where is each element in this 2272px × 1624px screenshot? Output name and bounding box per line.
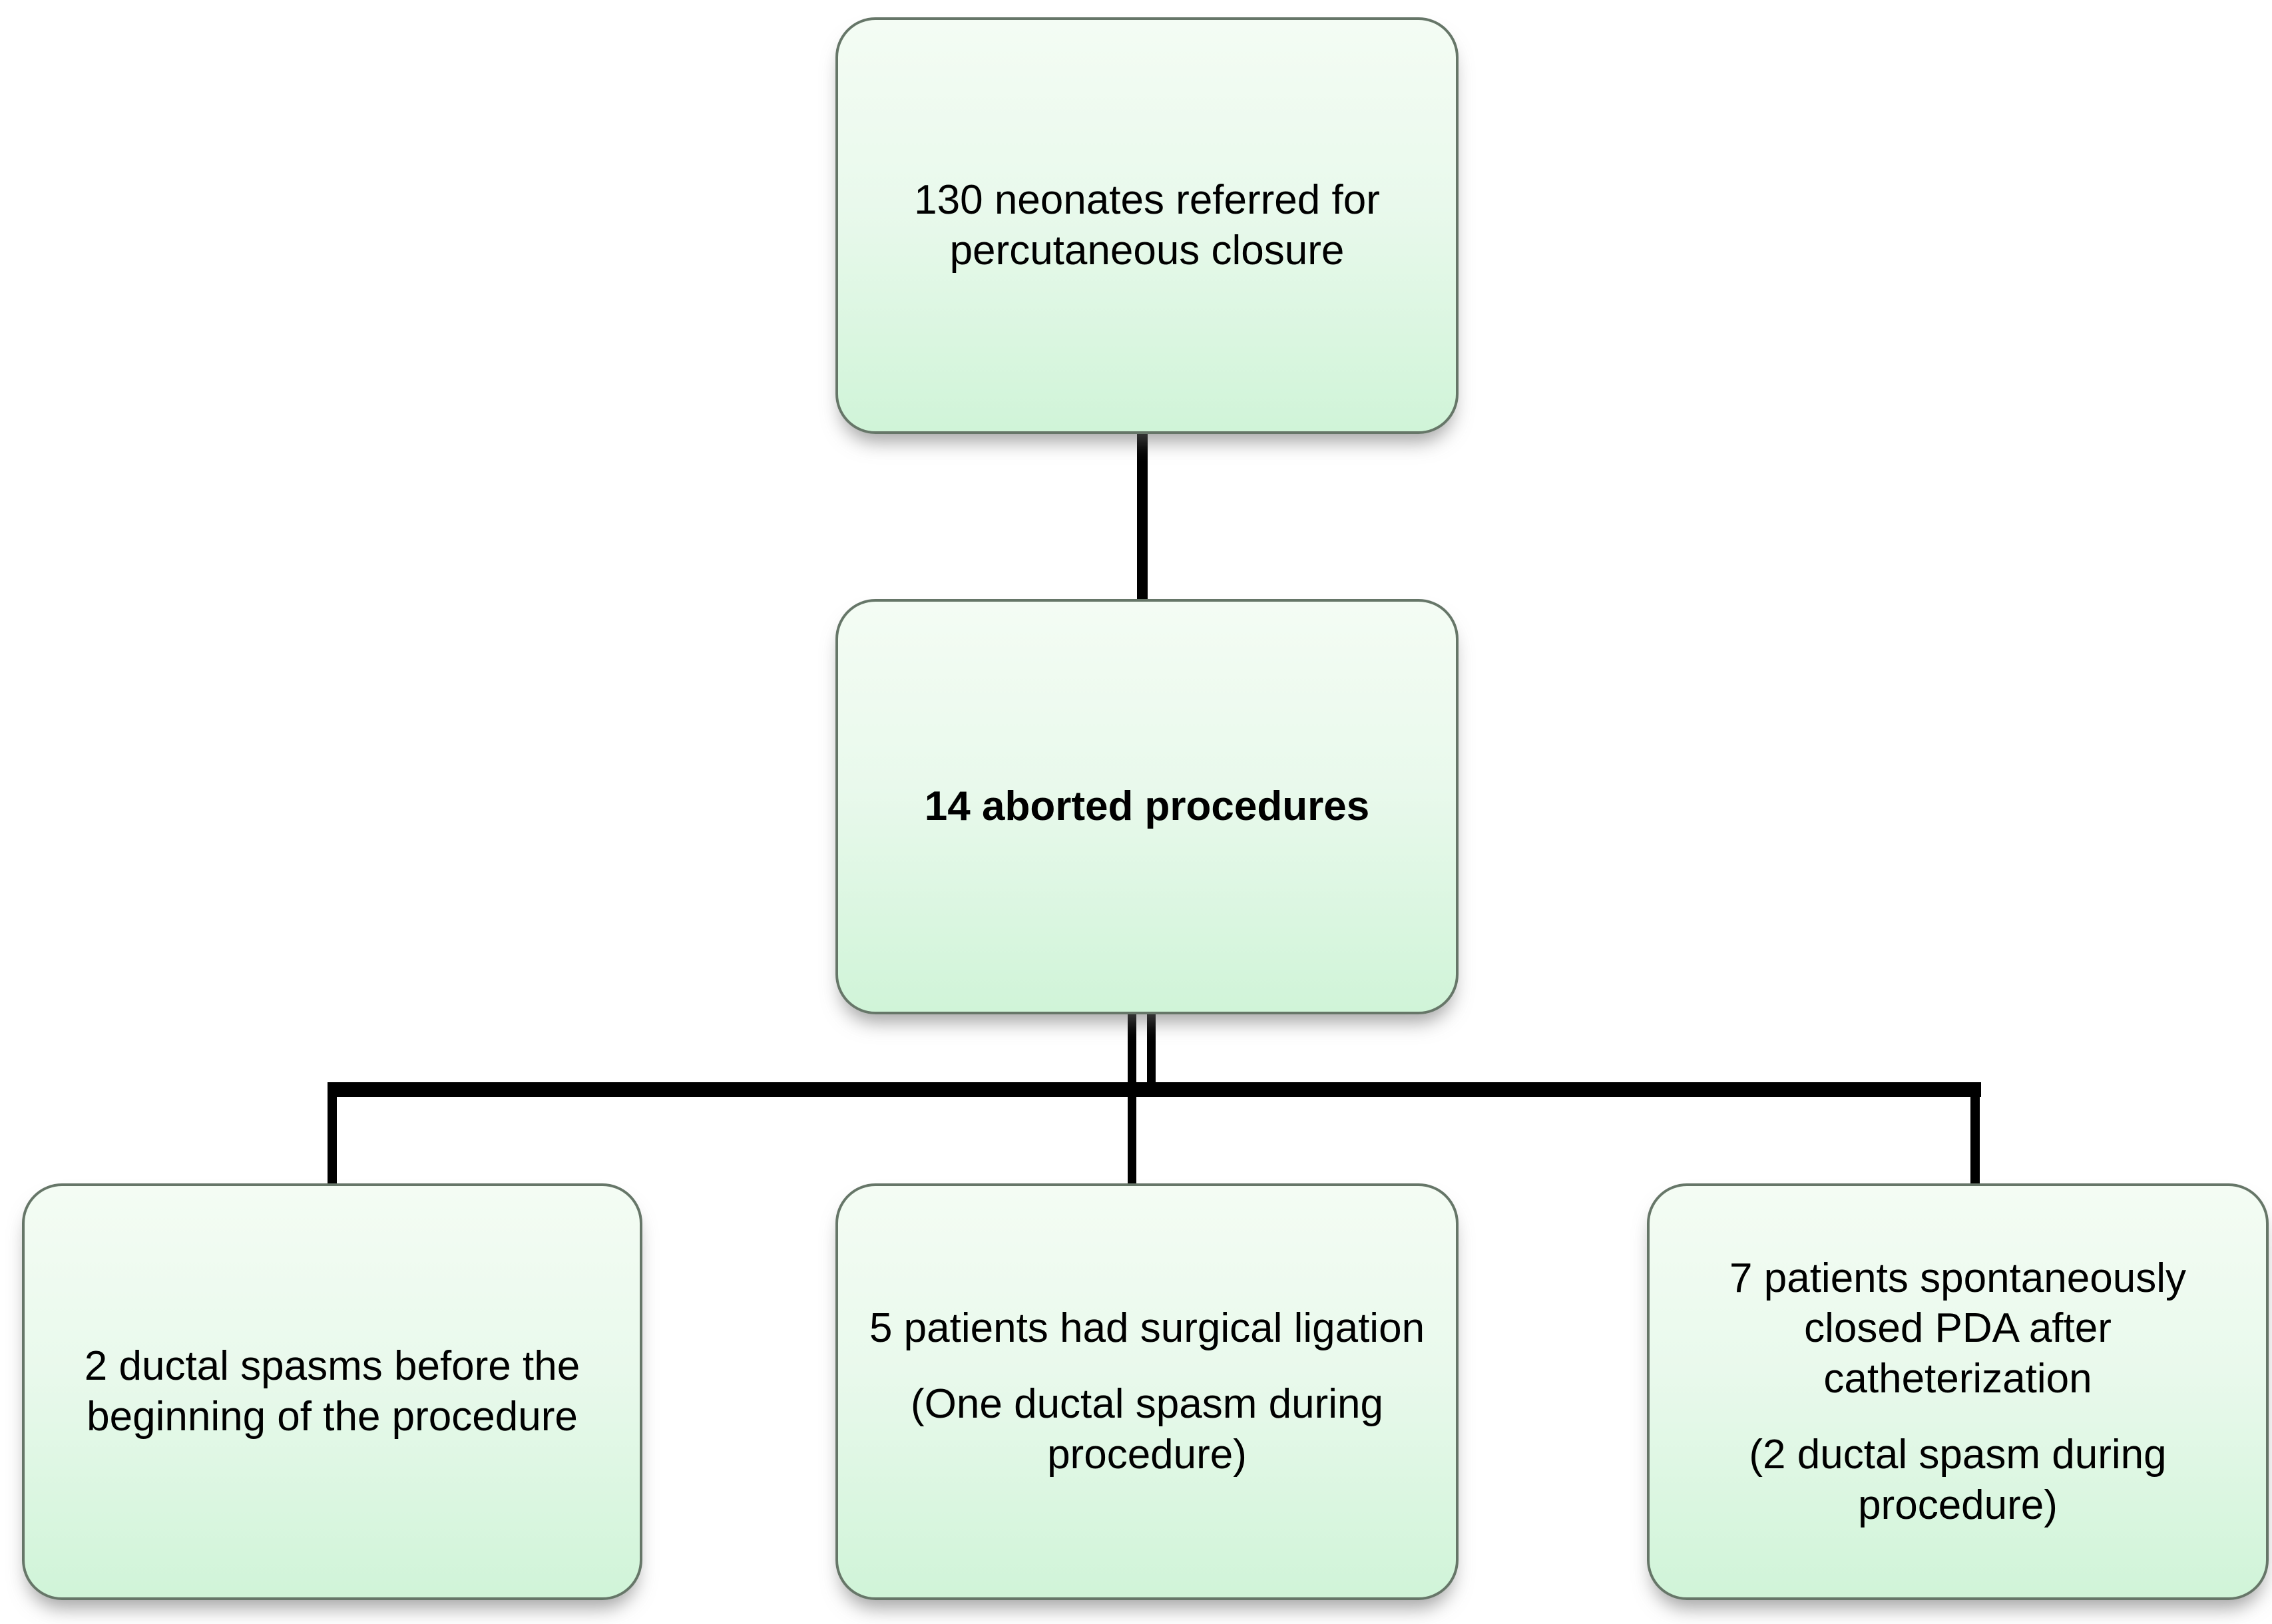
connector-drop-to-right-node [1970, 1092, 1980, 1185]
connector-middle-stub-left [1128, 1012, 1136, 1185]
node-spontaneously-closed-pda: 7 patients spontaneously closed PDA afte… [1647, 1183, 2269, 1600]
node-label: 7 patients spontaneously closed PDA afte… [1729, 1255, 2186, 1402]
node-ductal-spasms-before: 2 ductal spasms before the beginning of … [22, 1183, 642, 1600]
node-label: 14 aborted procedures [924, 783, 1370, 830]
node-referred-neonates: 130 neonates referred for percutaneous c… [835, 17, 1459, 434]
node-label: 5 patients had surgical ligation [869, 1305, 1425, 1352]
connector-branch-bar [328, 1082, 1981, 1097]
connector-middle-stub-right [1147, 1012, 1156, 1097]
node-label: 2 ductal spasms before the beginning of … [84, 1343, 580, 1440]
node-sublabel: (2 ductal spasm during procedure) [1749, 1432, 2167, 1528]
node-surgical-ligation: 5 patients had surgical ligation (One du… [835, 1183, 1459, 1600]
node-sublabel: (One ductal spasm during procedure) [911, 1381, 1383, 1478]
node-label: 130 neonates referred for percutaneous c… [914, 177, 1380, 274]
connector-drop-to-left-node [328, 1092, 337, 1185]
connector-top-to-middle [1137, 433, 1148, 602]
node-aborted-procedures: 14 aborted procedures [835, 599, 1459, 1014]
